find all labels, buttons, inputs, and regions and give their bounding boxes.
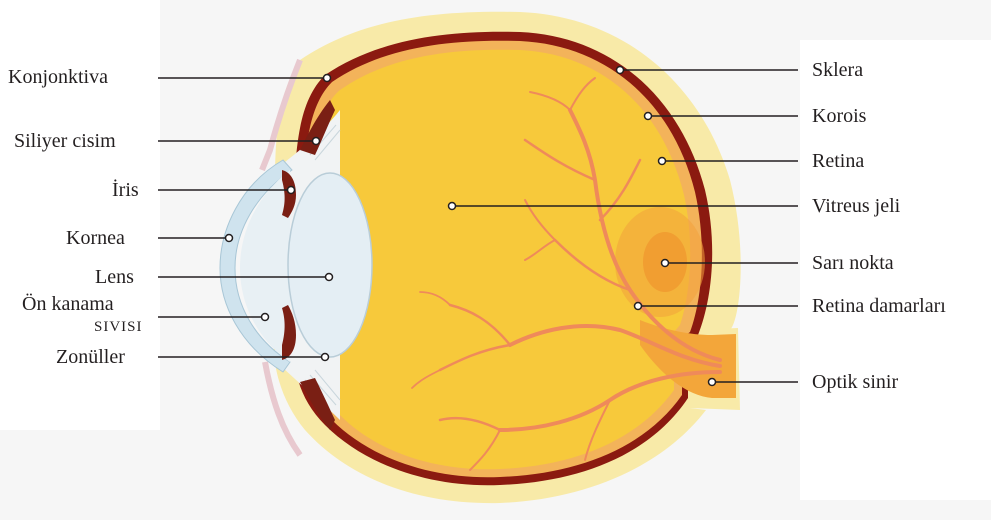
label-iris: İris	[112, 179, 139, 201]
label-retina-damarlari: Retina damarları	[812, 295, 946, 317]
label-lens: Lens	[95, 266, 134, 288]
label-optik-sinir: Optik sinir	[812, 371, 898, 393]
label-vitreus-jeli: Vitreus jeli	[812, 195, 900, 217]
label-retina: Retina	[812, 150, 864, 172]
label-on-kanama-sivisi: SIVISI	[94, 316, 143, 338]
label-konjonktiva: Konjonktiva	[8, 66, 108, 88]
label-siliyer-cisim: Siliyer cisim	[14, 130, 116, 152]
lens	[288, 173, 372, 357]
label-kornea: Kornea	[66, 227, 125, 249]
label-sari-nokta: Sarı nokta	[812, 252, 894, 274]
label-sklera: Sklera	[812, 59, 863, 81]
label-zonuller: Zonüller	[56, 346, 125, 368]
label-on-kanama: Ön kanama	[22, 293, 114, 315]
label-korois: Korois	[812, 105, 866, 127]
